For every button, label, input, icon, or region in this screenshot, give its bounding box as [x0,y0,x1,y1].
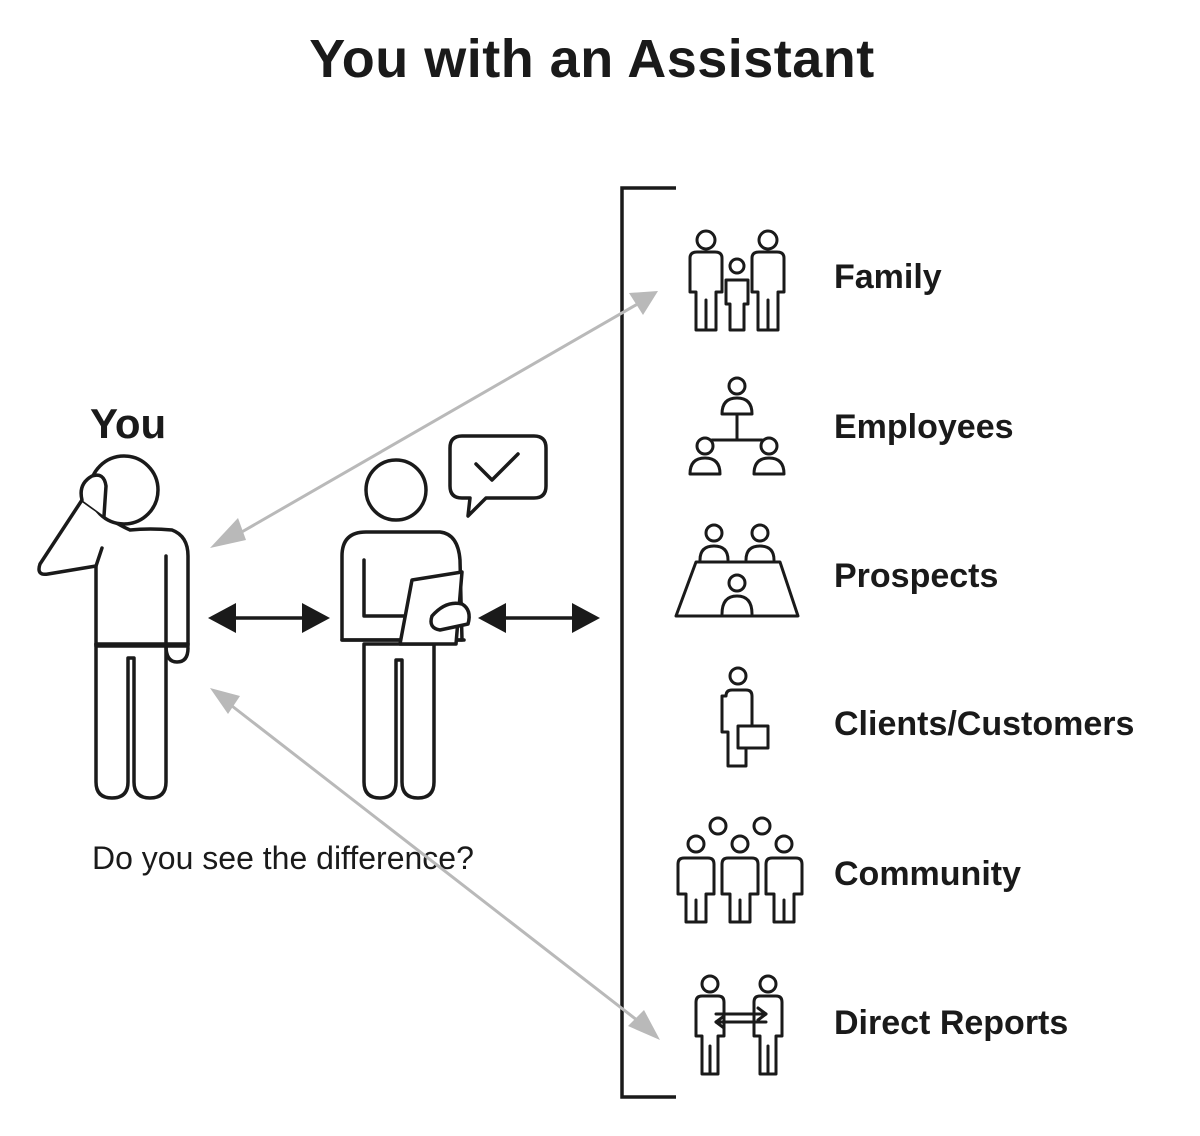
group-label-family: Family [834,258,942,296]
arrow-you-assistant [208,603,330,633]
meeting-table-icon [674,523,800,618]
page-title: You with an Assistant [309,29,875,89]
two-people-exchange-icon [694,974,784,1076]
person-briefcase-icon [720,666,770,768]
crowd-icon [676,816,804,924]
family-icon [688,229,786,332]
arrow-assistant-groups [478,603,600,633]
group-bracket [620,186,676,1099]
assistant-figure [340,458,471,800]
group-label-clients-customers: Clients/Customers [834,705,1135,743]
group-label-direct-reports: Direct Reports [834,1004,1069,1042]
you-figure [37,454,190,800]
arrow-you-family [210,291,658,548]
group-label-prospects: Prospects [834,557,999,595]
org-chart-icon [688,376,786,476]
you-label: You [90,400,167,447]
approval-bubble-icon [448,434,548,518]
group-label-community: Community [834,855,1021,893]
group-label-employees: Employees [834,408,1014,446]
arrow-you-direct-reports [210,688,660,1040]
